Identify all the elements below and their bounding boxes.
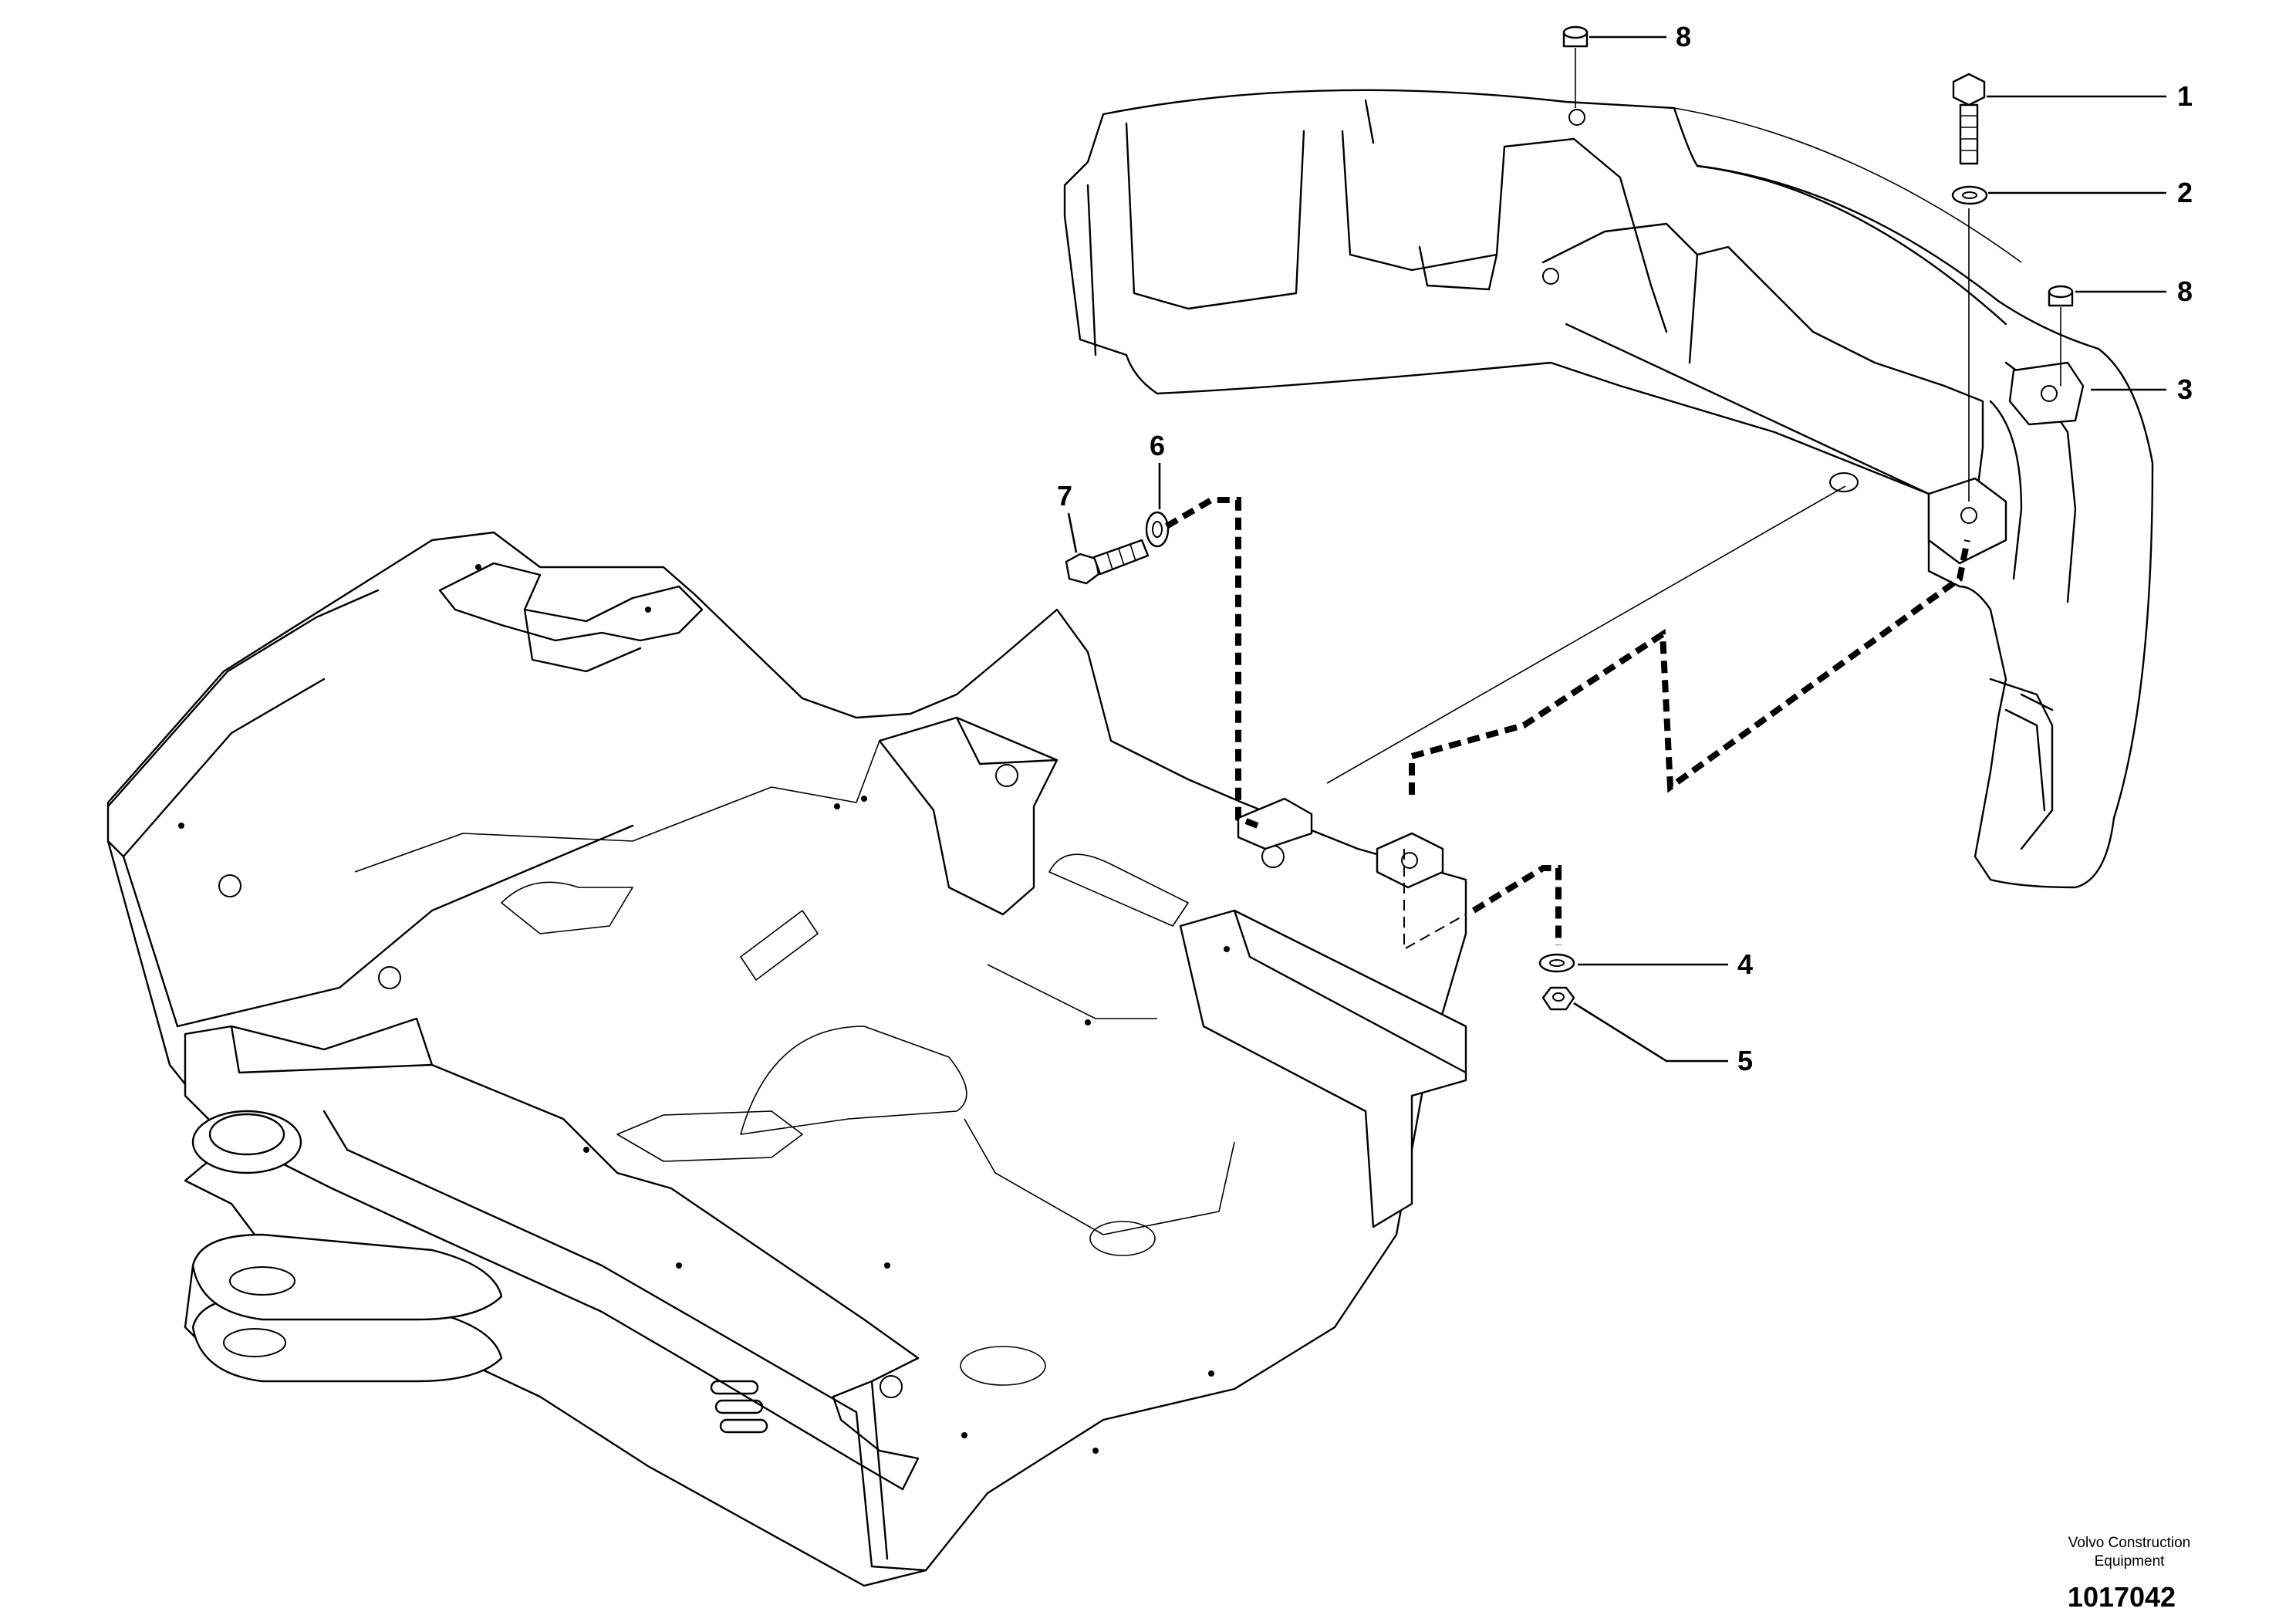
counterweight-drawing xyxy=(1063,89,2154,889)
callout-labels: 1 2 3 4 5 6 7 8 8 xyxy=(1057,21,2193,1076)
callout-8-top-label: 8 xyxy=(1676,21,1691,52)
part-7-bolt xyxy=(1065,539,1150,585)
part-8-plug-top xyxy=(1562,25,1589,48)
brand-line-2: Equipment xyxy=(2095,1553,2166,1570)
assembly-lines xyxy=(1164,48,2061,951)
frame-louvers xyxy=(710,1380,768,1434)
callout-7-label: 7 xyxy=(1057,480,1072,512)
callout-8-right-label: 8 xyxy=(2177,275,2193,307)
callout-2-label: 2 xyxy=(2177,177,2193,208)
part-6-washer xyxy=(1145,511,1170,548)
footer-block: Volvo Construction Equipment 1017042 xyxy=(2068,1535,2190,1613)
callout-6-label: 6 xyxy=(1150,430,1165,461)
brand-line-1: Volvo Construction xyxy=(2068,1535,2190,1551)
upper-frame-drawing xyxy=(106,531,1467,1587)
part-5-nut xyxy=(1541,986,1575,1011)
part-2-washer xyxy=(1951,185,1988,205)
part-4-washer xyxy=(1538,953,1575,973)
callout-leaders xyxy=(1067,35,2166,1063)
callout-1-label: 1 xyxy=(2177,80,2193,112)
callout-5-label: 5 xyxy=(1737,1045,1753,1076)
part-1-bolt xyxy=(1952,73,1986,165)
drawing-number: 1017042 xyxy=(2068,1581,2176,1613)
callout-4-label: 4 xyxy=(1737,948,1753,980)
part-8-plug-right xyxy=(2048,285,2074,307)
callout-3-label: 3 xyxy=(2177,373,2193,405)
